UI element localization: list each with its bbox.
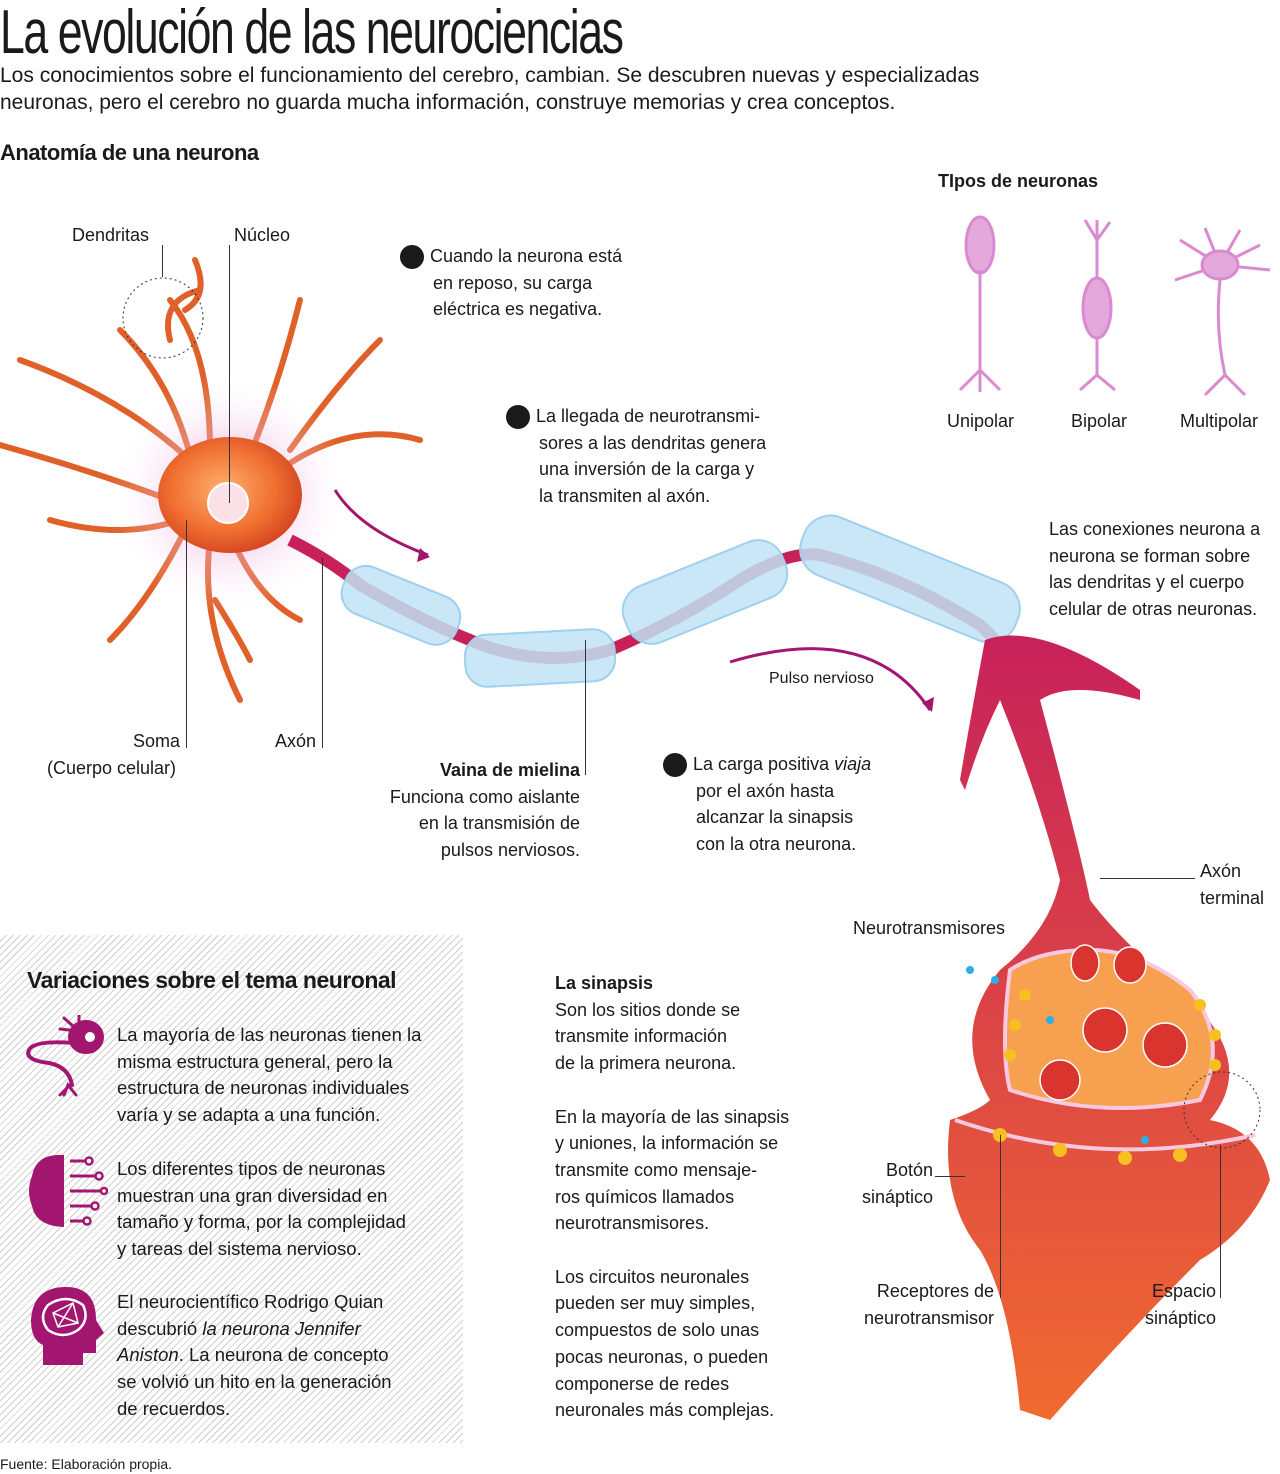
- neuron-types: [958, 215, 1271, 397]
- label-soma: Soma: [132, 731, 180, 751]
- variation-item-1: La mayoría de las neuronas tienen la mis…: [117, 1024, 422, 1126]
- label-neurotransmisores: Neurotransmisores: [853, 918, 1006, 938]
- variation-item-3: El neurocientífico Rodrigo Quian descubr…: [117, 1291, 392, 1419]
- connections-note: Las conexiones neurona a neurona se form…: [1049, 519, 1261, 620]
- myelin-label: Vaina de mielina Funciona como aislante …: [389, 760, 580, 861]
- synapse-text: La sinapsis Son los sitios donde se tran…: [555, 970, 815, 1424]
- label-axon: Axón: [274, 731, 316, 751]
- label-nucleo: Núcleo: [234, 225, 291, 245]
- variations-heading: Variaciones sobre el tema neuronal: [27, 967, 397, 993]
- subtitle: Los conocimientos sobre el funcionamient…: [0, 62, 1100, 116]
- neuron-icon: [26, 1015, 104, 1097]
- brain-circuit-icon: [29, 1154, 108, 1227]
- subtitle-line: neuronas, pero el cerebro no guarda much…: [0, 91, 896, 114]
- label-espacio: Espacio sináptico: [1144, 1281, 1216, 1328]
- type-bipolar: Bipolar: [1071, 411, 1128, 431]
- label-axon-terminal: Axón terminal: [1200, 861, 1265, 908]
- subtitle-line: Los conocimientos sobre el funcionamient…: [0, 64, 980, 87]
- type-multipolar: Multipolar: [1180, 411, 1259, 431]
- variation-item-2: Los diferentes tipos de neuronas muestra…: [117, 1158, 406, 1260]
- label-boton: Botón sináptico: [861, 1160, 933, 1207]
- nucleus-shape: [207, 482, 249, 524]
- label-dendritas: Dendritas: [72, 225, 150, 245]
- variations-box: Variaciones sobre el tema neuronal La ma…: [0, 935, 463, 1443]
- step-number: 3: [654, 753, 687, 777]
- pulse-label: Pulso nervioso: [769, 670, 874, 687]
- step-number: 1: [391, 245, 424, 269]
- label-cuerpo-celular: (Cuerpo celular): [47, 758, 177, 778]
- types-heading: TIpos de neuronas: [938, 171, 1099, 191]
- page-title: La evolución de las neurociencias: [0, 0, 624, 67]
- synapse-title: La sinapsis: [555, 973, 654, 993]
- step-number: 2: [497, 405, 530, 429]
- myelin-sheaths: [340, 514, 1021, 688]
- source-footer: Fuente: Elaboración propia.: [0, 1456, 172, 1472]
- label-receptores: Receptores de neurotransmisor: [863, 1281, 994, 1328]
- type-unipolar: Unipolar: [947, 411, 1015, 431]
- anatomy-heading: Anatomía de una neurona: [0, 140, 259, 165]
- head-network-icon: [31, 1287, 104, 1365]
